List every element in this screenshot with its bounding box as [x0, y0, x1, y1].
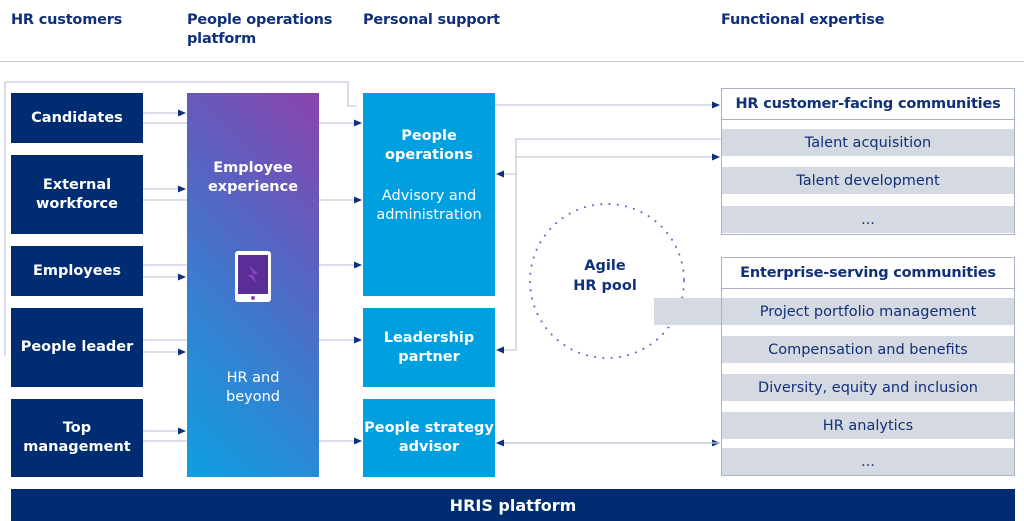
title-line: People	[401, 128, 457, 144]
label-line: partner	[398, 348, 460, 365]
label-line: Agile	[584, 258, 626, 274]
customer-people-leader: People leader	[11, 308, 143, 387]
label-line: advisor	[398, 439, 460, 455]
header-line: People operations	[187, 12, 333, 28]
tablet-icon	[235, 251, 271, 302]
header-divider	[0, 61, 1024, 62]
employee-experience-subtitle: HR and beyond	[187, 369, 319, 407]
leadership-partner-box: Leadership partner	[363, 308, 495, 387]
community-item: ...	[722, 448, 1014, 475]
bracket-line	[4, 81, 356, 356]
title-line: operations	[385, 147, 473, 163]
customer-label: External	[42, 176, 112, 193]
customer-external-workforce: External workforce	[11, 155, 143, 234]
customer-top-management: Top management	[11, 399, 143, 477]
customer-label: workforce	[35, 195, 118, 212]
community-item: Diversity, equity and inclusion	[722, 374, 1014, 401]
people-operations-title: People operations	[363, 127, 495, 165]
hris-platform-bar: HRIS platform	[11, 489, 1015, 521]
subtitle-line: administration	[376, 207, 482, 223]
community-item: ...	[722, 206, 1014, 233]
people-operations-box: People operations Advisory and administr…	[363, 93, 495, 296]
customer-candidates: Candidates	[11, 93, 143, 143]
header-hr-customers: HR customers	[11, 12, 123, 28]
community-item: HR analytics	[722, 412, 1014, 439]
title-line: Employee	[213, 160, 293, 176]
box-border-overlay	[721, 298, 722, 325]
subtitle-line: beyond	[226, 389, 280, 405]
customer-facing-communities-title: HR customer-facing communities	[722, 89, 1014, 120]
label-line: People strategy	[364, 420, 494, 436]
employee-experience-box: Employee experience HR and beyond	[187, 93, 319, 477]
customer-employees: Employees	[11, 246, 143, 296]
title-line: experience	[207, 179, 299, 195]
agile-hr-pool-label: Agile HR pool	[560, 256, 650, 296]
customer-label: Employees	[32, 262, 122, 279]
header-people-operations-platform: People operations platform	[187, 11, 332, 49]
label-line: Leadership	[383, 329, 475, 346]
header-personal-support: Personal support	[363, 12, 500, 28]
people-operations-subtitle: Advisory and administration	[363, 187, 495, 225]
community-item: Talent development	[722, 167, 1014, 194]
customer-label: Candidates	[31, 109, 123, 126]
community-item: Compensation and benefits	[722, 336, 1014, 363]
label-line: HR pool	[573, 278, 637, 294]
agile-pool-circle	[529, 203, 685, 359]
header-functional-expertise: Functional expertise	[721, 12, 885, 28]
enterprise-serving-communities-box: Enterprise-serving communities	[721, 257, 1015, 476]
subtitle-line: HR and	[226, 370, 280, 386]
community-item: Project portfolio management	[654, 298, 1014, 325]
employee-experience-title: Employee experience	[187, 159, 319, 197]
customer-label: management	[23, 439, 131, 455]
header-line: platform	[187, 31, 256, 47]
community-item: Talent acquisition	[722, 129, 1014, 156]
customer-label: Top	[62, 420, 92, 436]
subtitle-line: Advisory and	[381, 188, 477, 204]
enterprise-serving-communities-title: Enterprise-serving communities	[722, 258, 1014, 289]
lightning-icon	[248, 265, 258, 283]
people-strategy-advisor-box: People strategy advisor	[363, 399, 495, 477]
customer-label: People leader	[20, 339, 134, 355]
